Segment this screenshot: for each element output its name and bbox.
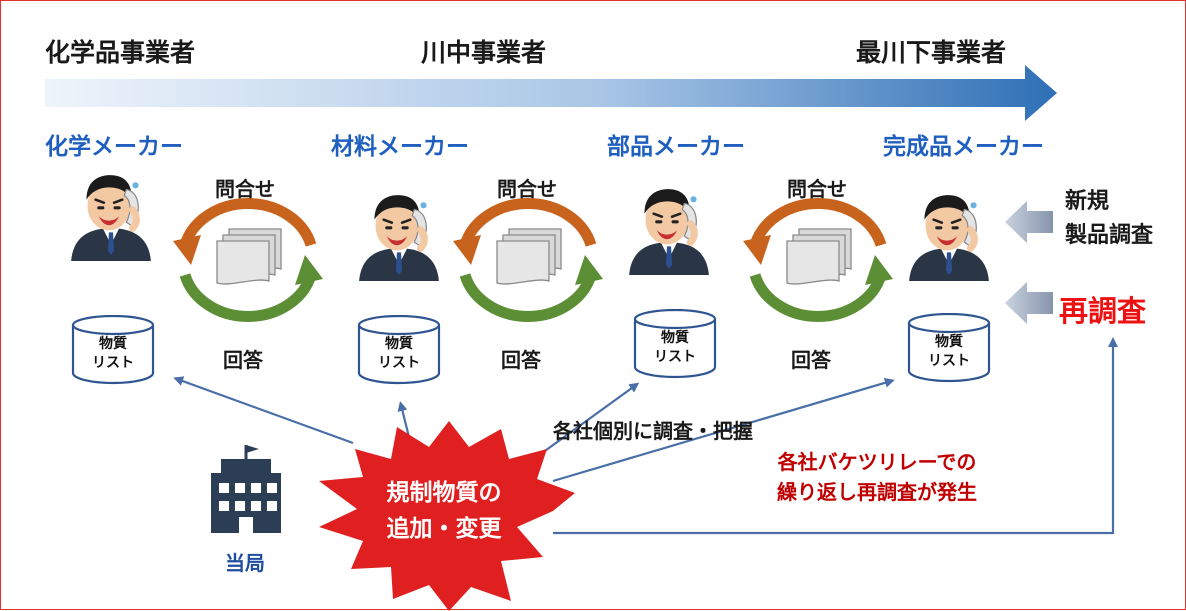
answer-label-1: 回答	[223, 348, 263, 372]
connector-to-part-maker	[530, 382, 640, 462]
substance-list-label-2: 物質リスト	[378, 336, 420, 371]
inquiry-cycle-icon-2	[453, 204, 603, 317]
regulation-change-label: 規制物質の追加・変更	[386, 480, 502, 542]
regulation-burst-icon	[319, 421, 575, 611]
maker-label-chemical: 化学メーカー	[45, 134, 183, 160]
office-building-icon	[211, 445, 281, 533]
bucket-relay-label: 各社バケツリレーでの繰り返し再調査が発生	[777, 450, 977, 504]
new-survey-label: 新規製品調査	[1065, 189, 1154, 248]
tier-label-downstream: 最川下事業者	[856, 38, 1007, 67]
regulation-connectors	[173, 337, 1118, 535]
inquiry-label-2: 問合せ	[497, 177, 557, 201]
substance-list-label-4: 物質リスト	[928, 334, 970, 369]
individual-survey-label: 各社個別に調査・把握	[553, 419, 753, 443]
product-maker-person-icon	[909, 195, 989, 281]
maker-label-product: 完成品メーカー	[883, 134, 1044, 160]
inquiry-label-1: 問合せ	[215, 177, 275, 201]
new-survey-side-arrow	[1005, 201, 1053, 243]
answer-label-2: 回答	[501, 348, 541, 372]
connector-to-product-maker	[552, 377, 895, 483]
tier-label-chemical: 化学品事業者	[45, 38, 196, 67]
connector-to-chemical-maker	[173, 376, 354, 445]
inquiry-cycle-icon-3	[743, 204, 893, 317]
supply-chain-flow-arrow	[45, 65, 1057, 121]
substance-list-label-1: 物質リスト	[92, 336, 134, 371]
part-maker-person-icon	[629, 189, 709, 275]
answer-label-3: 回答	[791, 348, 831, 372]
maker-label-material: 材料メーカー	[331, 134, 469, 160]
maker-label-part: 部品メーカー	[607, 134, 745, 160]
inquiry-cycle-icon-1	[173, 204, 323, 317]
substance-list-label-3: 物質リスト	[654, 330, 696, 365]
material-maker-person-icon	[359, 195, 439, 281]
chemical-maker-person-icon	[71, 175, 151, 261]
resurvey-side-arrow	[1005, 282, 1053, 324]
authority-label: 当局	[225, 551, 265, 575]
connector-resurvey-loop	[553, 337, 1118, 535]
resurvey-label: 再調査	[1059, 294, 1147, 328]
inquiry-label-3: 問合せ	[787, 177, 847, 201]
tier-label-midstream: 川中事業者	[421, 38, 547, 67]
